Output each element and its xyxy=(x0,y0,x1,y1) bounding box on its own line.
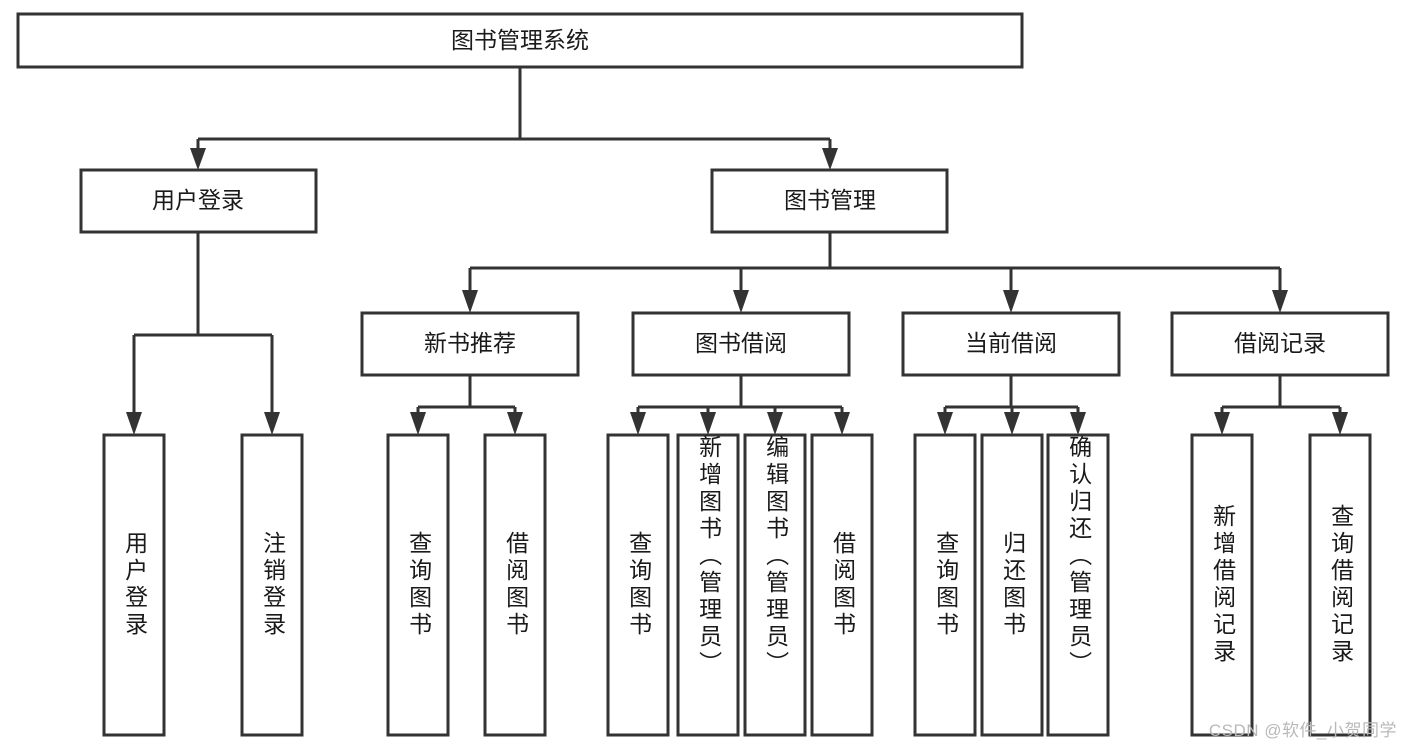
node-box-new-book-recommend[interactable] xyxy=(360,311,580,377)
node-box-leaf-query-borrow-record[interactable] xyxy=(1308,433,1372,737)
node-box-leaf-edit-book-admin[interactable] xyxy=(743,433,807,737)
node-box-leaf-return-book[interactable] xyxy=(980,433,1044,737)
arrow-head-leaf-query-book-current xyxy=(937,412,953,435)
node-box-leaf-query-book-borrow[interactable] xyxy=(606,433,670,737)
arrow-head-leaf-edit-book-admin xyxy=(767,412,783,435)
node-box-root[interactable] xyxy=(16,12,1024,69)
node-box-current-borrow[interactable] xyxy=(901,311,1121,377)
node-box-leaf-add-borrow-record[interactable] xyxy=(1190,433,1254,737)
connector-layer xyxy=(126,67,1348,435)
node-box-leaf-query-book-recommend[interactable] xyxy=(386,433,450,737)
arrow-head-leaf-add-book-admin xyxy=(700,412,716,435)
node-box-leaf-confirm-return-admin[interactable] xyxy=(1046,433,1110,737)
arrow-head-user-login xyxy=(190,148,206,170)
node-box-borrow-records[interactable] xyxy=(1170,311,1390,377)
node-box-leaf-borrow-book-recommend[interactable] xyxy=(483,433,547,737)
node-box-book-borrow[interactable] xyxy=(631,311,851,377)
arrow-head-leaf-user-login xyxy=(126,412,142,435)
node-label-book-borrow: 图书借阅 xyxy=(695,330,787,356)
arrow-head-leaf-query-book-recommend xyxy=(410,412,426,435)
node-label-borrow-records: 借阅记录 xyxy=(1234,330,1326,356)
node-label-new-book-recommend: 新书推荐 xyxy=(424,330,516,356)
node-label-current-borrow: 当前借阅 xyxy=(965,330,1057,356)
node-box-leaf-query-book-current[interactable] xyxy=(913,433,977,737)
arrow-head-leaf-query-borrow-record xyxy=(1332,412,1348,435)
node-box-book-management[interactable] xyxy=(710,168,949,234)
arrow-head-new-book-recommend xyxy=(462,290,478,313)
node-label-root: 图书管理系统 xyxy=(451,27,589,53)
node-box-leaf-borrow-book[interactable] xyxy=(810,433,874,737)
arrow-head-leaf-borrow-book xyxy=(834,412,850,435)
csdn-watermark: CSDN @软件_小贺同学 xyxy=(1208,721,1397,740)
arrow-head-book-borrow xyxy=(733,290,749,313)
arrow-head-borrow-records xyxy=(1272,290,1288,313)
arrow-head-book-management xyxy=(822,148,838,170)
arrow-head-leaf-confirm-return-admin xyxy=(1070,412,1086,435)
node-label-book-management: 图书管理 xyxy=(784,187,876,213)
node-box-leaf-add-book-admin[interactable] xyxy=(676,433,740,737)
node-layer: 图书管理系统 用户登录 图书管理 新书推荐 图书借阅 当前借阅 借阅记录 xyxy=(16,12,1390,737)
node-box-user-login[interactable] xyxy=(79,168,318,234)
arrow-head-leaf-add-borrow-record xyxy=(1214,412,1230,435)
arrow-head-leaf-borrow-book-recommend xyxy=(507,412,523,435)
arrow-head-current-borrow xyxy=(1003,290,1019,313)
node-box-leaf-user-login[interactable] xyxy=(102,433,166,737)
arrow-head-leaf-return-book xyxy=(1004,412,1020,435)
arrow-head-leaf-logout xyxy=(264,412,280,435)
arrow-head-leaf-query-book-borrow xyxy=(630,412,646,435)
node-box-leaf-logout[interactable] xyxy=(240,433,304,737)
node-label-user-login: 用户登录 xyxy=(152,187,244,213)
